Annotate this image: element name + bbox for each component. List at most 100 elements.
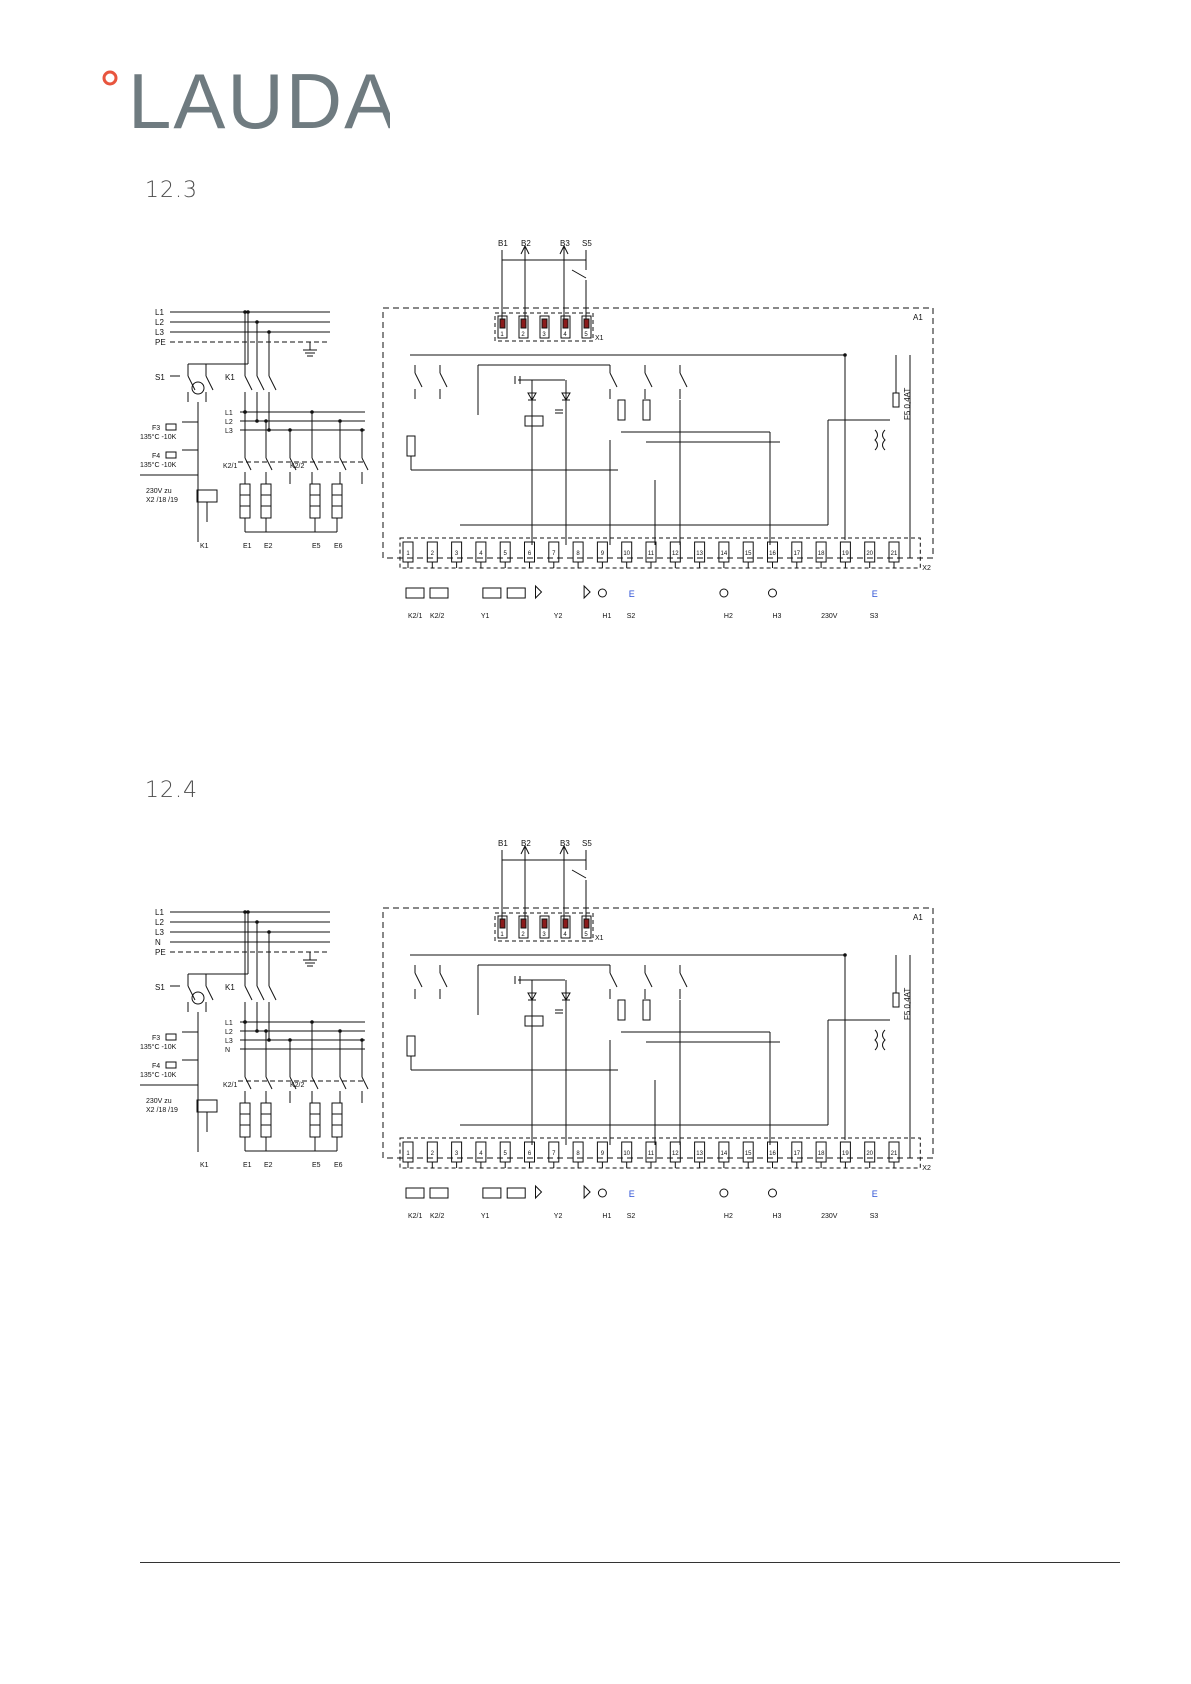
bottom-right-label-y2: Y2 bbox=[554, 613, 563, 620]
x1-pin-number-4: 4 bbox=[563, 332, 567, 338]
label-f4-rating: 135°C -10K bbox=[140, 1071, 177, 1079]
junction-dot bbox=[288, 1038, 292, 1042]
relay-contact-3-blade bbox=[609, 972, 618, 988]
bottom-right-label-y2: Y2 bbox=[554, 1213, 563, 1220]
junction-dot bbox=[243, 310, 247, 314]
junction-dot bbox=[267, 1038, 271, 1042]
contact-k1-3-blade bbox=[268, 375, 277, 391]
x2-terminal-number-19: 19 bbox=[842, 551, 849, 557]
load-label-l3: L3 bbox=[225, 428, 233, 435]
label-k1: K1 bbox=[225, 983, 235, 992]
fuse-f5 bbox=[892, 992, 900, 1008]
x1-pin-marker bbox=[499, 918, 506, 929]
sensor-label-b3: B3 bbox=[560, 840, 570, 848]
x2-terminal-number-13: 13 bbox=[696, 1151, 703, 1157]
mains-label-n: N bbox=[155, 938, 161, 947]
switch-actuator-icon: E bbox=[629, 1189, 635, 1199]
label-x1: X1 bbox=[595, 935, 604, 942]
x2-terminal-number-7: 7 bbox=[552, 551, 556, 557]
label-supply-1: 230V zu bbox=[146, 488, 172, 495]
lamp-icon bbox=[768, 588, 777, 598]
bottom-right-label-h1: H1 bbox=[602, 613, 611, 620]
contact-blade bbox=[339, 457, 347, 471]
x1-pin-5 bbox=[581, 315, 592, 339]
x1-pin-number-2: 2 bbox=[521, 932, 525, 938]
sensor-label-b2: B2 bbox=[521, 240, 531, 248]
bottom-right-label-k22: K2/2 bbox=[430, 1213, 445, 1220]
switch-s5-blade bbox=[571, 269, 587, 279]
section-number-12-4: 12.4 bbox=[145, 778, 198, 803]
switch-s1-b-blade bbox=[205, 375, 214, 391]
junction-dot bbox=[267, 428, 271, 432]
x2-terminal-number-15: 15 bbox=[745, 1151, 752, 1157]
label-supply-2: X2 /18 /19 bbox=[146, 497, 178, 504]
x2-terminal-number-9: 9 bbox=[601, 1151, 605, 1157]
bottom-right-label-s2: S2 bbox=[627, 1213, 636, 1220]
coil-k2-1 bbox=[405, 1187, 425, 1199]
relay-contact-5-blade bbox=[679, 972, 688, 988]
load-label-l1: L1 bbox=[225, 410, 233, 417]
junction-dot bbox=[310, 410, 314, 414]
junction-dot bbox=[288, 428, 292, 432]
resistor-3 bbox=[642, 999, 651, 1021]
coil-k1 bbox=[196, 1099, 218, 1113]
contact-blade bbox=[339, 1076, 347, 1090]
x2-terminal-number-16: 16 bbox=[769, 551, 776, 557]
mains-label-l1: L1 bbox=[155, 308, 164, 317]
resistor-2 bbox=[617, 999, 626, 1021]
junction-dot bbox=[243, 910, 247, 914]
bottom-right-label-s2: S2 bbox=[627, 613, 636, 620]
bottom-left-label-e1: E1 bbox=[243, 543, 252, 550]
connector-x2 bbox=[399, 537, 921, 569]
mains-label-pe: PE bbox=[155, 948, 166, 957]
sensor-arrow-icon bbox=[559, 844, 569, 920]
label-fuse-f5: F5 0,4AT bbox=[903, 388, 912, 420]
label-k2-1: K2/1 bbox=[223, 1082, 238, 1089]
bottom-left-label-e6: E6 bbox=[334, 543, 343, 550]
x1-pin-2 bbox=[518, 915, 529, 939]
coil-k2-1 bbox=[405, 587, 425, 599]
lamp-icon bbox=[597, 1188, 607, 1198]
x2-terminal-number-15: 15 bbox=[745, 551, 752, 557]
relay-contact-3-blade bbox=[609, 372, 618, 388]
contact-k1-2-blade bbox=[256, 985, 265, 1001]
mains-label-l3: L3 bbox=[155, 928, 164, 937]
thermostat-f3 bbox=[165, 423, 177, 431]
valve-coil bbox=[506, 587, 526, 599]
bottom-right-label-h2: H2 bbox=[724, 1213, 733, 1220]
heater-element-2 bbox=[260, 483, 272, 519]
coil-k1 bbox=[196, 489, 218, 503]
junction-dot bbox=[360, 1038, 364, 1042]
x2-terminal-number-1: 1 bbox=[406, 1151, 410, 1157]
junction-dot bbox=[246, 310, 250, 314]
label-a1: A1 bbox=[913, 313, 923, 322]
x2-terminal-number-6: 6 bbox=[528, 551, 532, 557]
label-a1: A1 bbox=[913, 913, 923, 922]
sensor-arrow-icon bbox=[520, 244, 530, 320]
x2-terminal-number-20: 20 bbox=[866, 551, 873, 557]
label-k2-2: K2/2 bbox=[290, 1082, 305, 1089]
contact-blade bbox=[265, 1076, 273, 1090]
junction-dot bbox=[243, 1020, 247, 1024]
x1-pin-number-4: 4 bbox=[563, 932, 567, 938]
relay-coil bbox=[524, 415, 544, 427]
bottom-left-label-k1: K1 bbox=[200, 543, 209, 550]
x1-pin-marker bbox=[583, 918, 590, 929]
thermostat-f4 bbox=[165, 451, 177, 459]
lamp-icon bbox=[719, 588, 729, 598]
junction-dot bbox=[243, 410, 247, 414]
lamp-icon bbox=[597, 588, 607, 598]
x2-terminal-number-13: 13 bbox=[696, 551, 703, 557]
capacitor-icon bbox=[555, 1009, 563, 1014]
indicator-lamp-icon bbox=[191, 381, 205, 395]
bottom-right-label-y1: Y1 bbox=[481, 1213, 490, 1220]
thermostat-f4 bbox=[165, 1061, 177, 1069]
x2-terminal-number-21: 21 bbox=[891, 1151, 898, 1157]
contact-k1-1-blade bbox=[244, 985, 253, 1001]
mains-label-l1: L1 bbox=[155, 908, 164, 917]
contact-blade bbox=[289, 457, 297, 471]
valve-coil bbox=[506, 1187, 526, 1199]
mains-label-pe: PE bbox=[155, 338, 166, 347]
x1-pin-marker bbox=[520, 318, 527, 329]
